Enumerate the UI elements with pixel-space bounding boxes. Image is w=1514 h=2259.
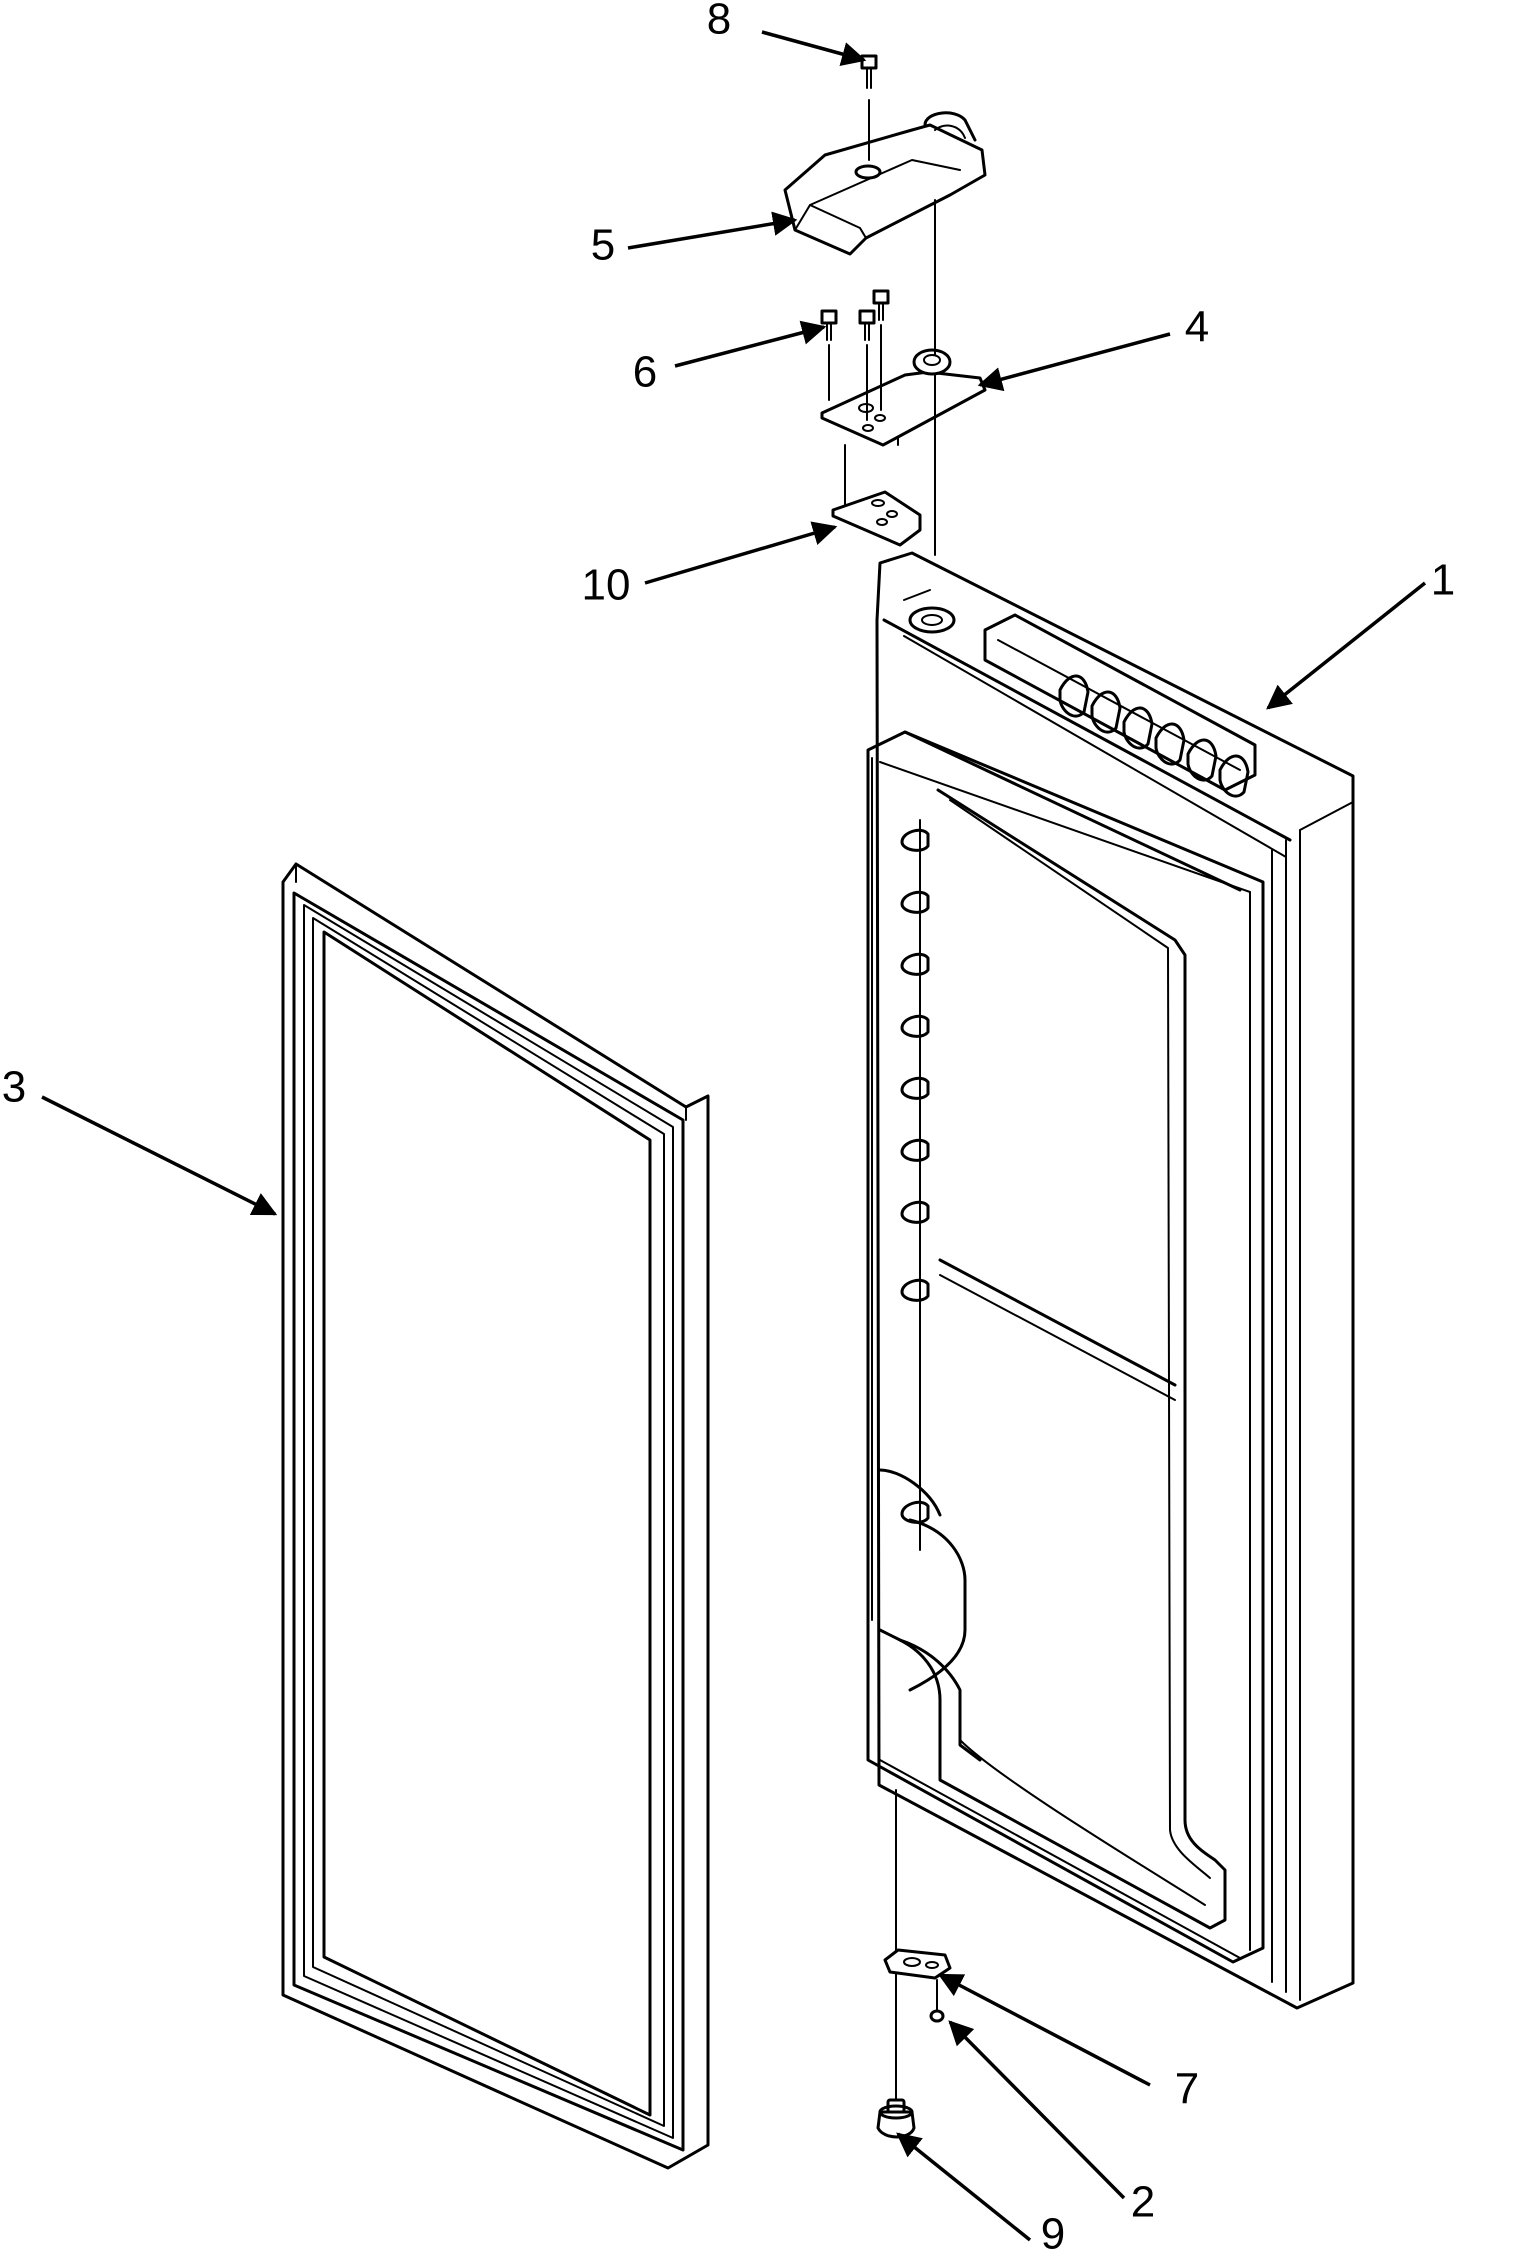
vent-slots xyxy=(1058,674,1250,798)
callout-7: 7 xyxy=(1175,2065,1199,2114)
hinge-pin xyxy=(876,2098,916,2139)
screw-6 xyxy=(820,289,890,421)
callout-5: 5 xyxy=(591,221,615,270)
bottom-hinge xyxy=(883,1948,952,1980)
callout-3: 3 xyxy=(2,1063,26,1112)
callout-1: 1 xyxy=(1431,556,1455,605)
screw-2 xyxy=(929,1979,945,2023)
hinge-shim xyxy=(831,444,922,547)
hinge-cover xyxy=(783,111,987,256)
callout-10: 10 xyxy=(582,561,631,610)
callout-8: 8 xyxy=(707,0,731,44)
callout-2: 2 xyxy=(1131,2178,1155,2227)
callout-leaders xyxy=(41,30,1427,2242)
callout-4: 4 xyxy=(1185,303,1209,352)
callout-labels: 1 2 3 4 5 6 7 8 9 10 xyxy=(2,0,1455,2259)
door-liner xyxy=(866,551,1355,2010)
callout-6: 6 xyxy=(633,348,657,397)
top-hinge xyxy=(820,348,987,447)
door-gasket xyxy=(281,862,710,2170)
callout-9: 9 xyxy=(1041,2210,1065,2259)
shelf-bumps xyxy=(900,828,930,1524)
